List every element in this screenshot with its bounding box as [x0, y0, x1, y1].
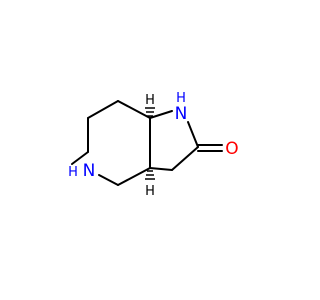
- bond-c7a-n1: [149, 110, 173, 119]
- stereo-h-top-label: H: [145, 93, 155, 108]
- molecule-canvas: H H H N O H N: [68, 91, 239, 199]
- stereo-hash-bottom: [145, 170, 155, 180]
- six-ring-bonds: [71, 100, 151, 186]
- bond-n1-c2: [187, 121, 199, 148]
- carbonyl-o-label: O: [225, 139, 238, 159]
- stereo-hash-top: [145, 107, 155, 117]
- bond-c5-n5: [71, 151, 89, 165]
- ring6-nh-h-label: H: [68, 165, 78, 180]
- molecule-structure: H H H N O H N: [68, 91, 239, 199]
- bond-c2-c3: [171, 146, 199, 171]
- bond-n5-c4: [98, 174, 119, 186]
- ring5-n-label: N: [175, 104, 188, 124]
- bond-c3-c3a: [149, 167, 173, 171]
- five-ring-bonds: [149, 110, 223, 171]
- bond-c4-c3a: [117, 167, 151, 186]
- ring5-nh-h-label: H: [176, 91, 186, 106]
- stereo-h-bottom-label: H: [145, 184, 155, 199]
- bond-c7-c6: [87, 100, 119, 119]
- bond-c7a-c7: [117, 100, 151, 119]
- ring6-n-label: N: [83, 161, 96, 181]
